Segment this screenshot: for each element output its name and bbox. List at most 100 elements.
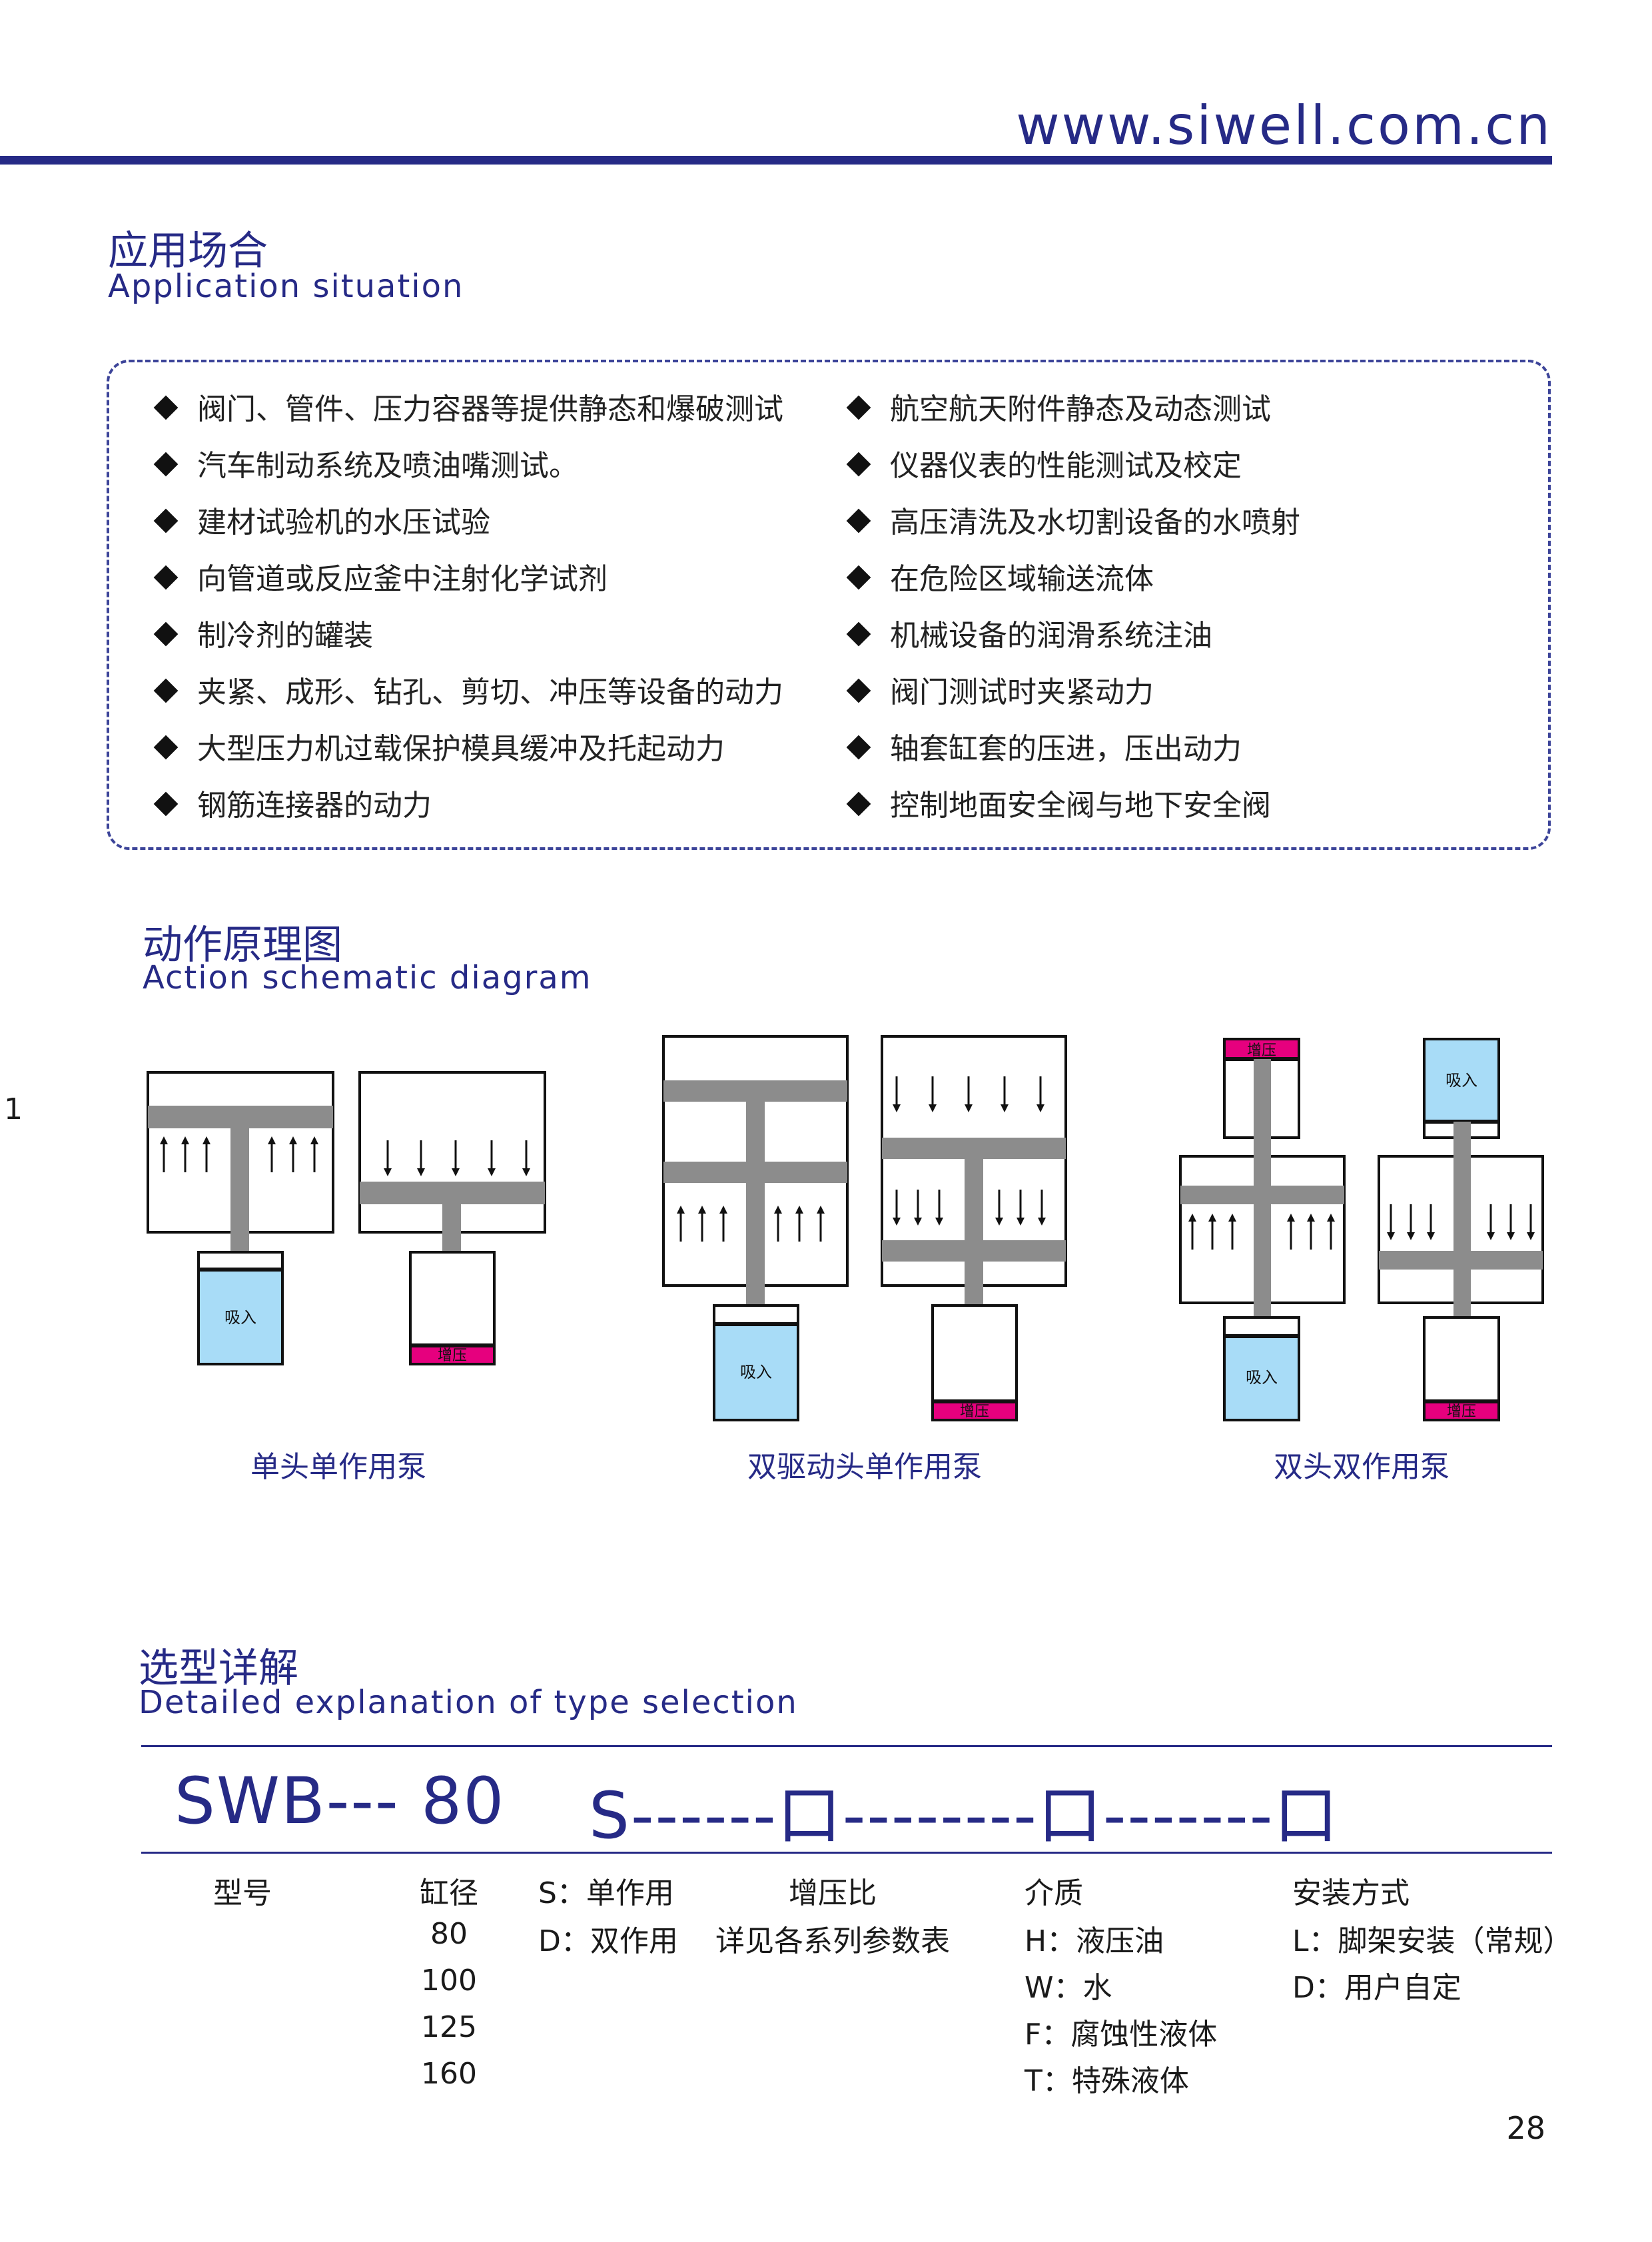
application-item: 制冷剂的罐装 (153, 611, 373, 654)
diamond-bullet-icon (846, 395, 871, 420)
selection-column-value: T：特殊液体 (1025, 2064, 1189, 2098)
application-item-text: 向管道或反应釜中注射化学试剂 (197, 562, 608, 596)
selection-column-value: 100 (421, 1964, 477, 1998)
application-item: 轴套缸套的压进，压出动力 (846, 725, 1242, 767)
application-item-text: 大型压力机过载保护模具缓冲及托起动力 (197, 732, 725, 766)
diamond-bullet-icon (153, 621, 179, 646)
selection-title-en: Detailed explanation of type selection (139, 1684, 798, 1721)
diamond-bullet-icon (846, 452, 871, 476)
schematic-title-cn: 动作原理图 (143, 922, 342, 968)
application-box (107, 360, 1551, 850)
selection-column-head: 型号 (213, 1876, 272, 1910)
application-item-text: 轴套缸套的压进，压出动力 (890, 732, 1242, 766)
pump2-suction-label: 吸入 (740, 1363, 772, 1381)
selection-column-head: 增压比 (789, 1876, 877, 1910)
application-item-text: 钢筋连接器的动力 (197, 789, 432, 823)
pump1-suction-stroke (147, 1071, 334, 1365)
model-code-prefix: SWB--- 80 (175, 1764, 506, 1838)
diamond-bullet-icon (153, 678, 179, 703)
website-url: www.siwell.com.cn (1016, 95, 1552, 157)
pump3-top-suction-label: 吸入 (1446, 1071, 1477, 1090)
diamond-bullet-icon (153, 735, 179, 759)
selection-column-value: D：用户自定 (1292, 1971, 1461, 2005)
schematic-title-en: Action schematic diagram (143, 959, 592, 996)
application-item: 大型压力机过载保护模具缓冲及托起动力 (153, 725, 725, 767)
side-mark: 1 (4, 1092, 23, 1126)
application-item-text: 航空航天附件静态及动态测试 (890, 392, 1271, 426)
application-item-text: 控制地面安全阀与地下安全阀 (890, 789, 1271, 823)
pump3-bottom-pressure-label: 增压 (1447, 1403, 1476, 1420)
application-item: 在危险区域输送流体 (846, 555, 1154, 597)
pump1-pressure-label: 增压 (438, 1347, 467, 1364)
application-item-text: 高压清洗及水切割设备的水喷射 (890, 506, 1300, 540)
selection-column-head: 介质 (1025, 1876, 1083, 1910)
selection-column-value: F：腐蚀性液体 (1025, 2018, 1218, 2052)
application-item: 机械设备的润滑系统注油 (846, 611, 1212, 654)
selection-title-cn: 选型详解 (139, 1645, 298, 1692)
selection-column-value: 125 (421, 2010, 477, 2044)
application-item-text: 建材试验机的水压试验 (197, 506, 490, 540)
diamond-bullet-icon (846, 621, 871, 646)
application-item: 夹紧、成形、钻孔、剪切、冲压等设备的动力 (153, 668, 783, 711)
application-item: 建材试验机的水压试验 (153, 498, 490, 541)
selection-rule-bottom (141, 1852, 1552, 1854)
application-item: 仪器仪表的性能测试及校定 (846, 442, 1242, 484)
application-item-text: 阀门、管件、压力容器等提供静态和爆破测试 (197, 392, 783, 426)
selection-column-value: H：液压油 (1025, 1924, 1164, 1958)
selection-column-head: 缸径 (420, 1876, 478, 1910)
model-code-options: S------口--------口-------口 (589, 1778, 1340, 1853)
selection-column-head: S：单作用 (538, 1876, 674, 1910)
application-item: 钢筋连接器的动力 (153, 781, 432, 824)
application-item: 汽车制动系统及喷油嘴测试。 (153, 442, 578, 484)
diamond-bullet-icon (846, 678, 871, 703)
selection-column-value: 80 (430, 1917, 468, 1951)
pump3-top-pressure-label: 增压 (1247, 1042, 1276, 1059)
selection-column-value: W：水 (1025, 1971, 1112, 2005)
application-title-en: Application situation (108, 268, 464, 305)
selection-column-value: 160 (421, 2057, 477, 2091)
application-item: 向管道或反应釜中注射化学试剂 (153, 555, 608, 597)
selection-rule-top (141, 1745, 1552, 1747)
application-item: 高压清洗及水切割设备的水喷射 (846, 498, 1300, 541)
caption-single-head-single-acting: 单头单作用泵 (250, 1450, 426, 1484)
selection-column-value: D：双作用 (538, 1924, 678, 1958)
pump3-stroke-a (1179, 1038, 1346, 1421)
header-rule (0, 156, 1552, 165)
page-number: 28 (1506, 2110, 1545, 2146)
application-item-text: 仪器仪表的性能测试及校定 (890, 449, 1242, 483)
flow-arrows (160, 1076, 1535, 1250)
diamond-bullet-icon (846, 508, 871, 533)
action-schematic-diagram: 吸入 增压 吸入 增压 增压 吸入 吸入 增压 (147, 1035, 1544, 1421)
pump2-pressure-label: 增压 (960, 1403, 989, 1420)
caption-double-drive-single-acting: 双驱动头单作用泵 (747, 1450, 982, 1484)
pump2-pressure-stroke (881, 1035, 1067, 1421)
pump3-stroke-b (1378, 1038, 1544, 1421)
application-item: 阀门测试时夹紧动力 (846, 668, 1154, 711)
pump2-suction-stroke (662, 1035, 849, 1421)
pump3-bottom-suction-label: 吸入 (1246, 1368, 1278, 1387)
application-item-text: 制冷剂的罐装 (197, 619, 373, 653)
application-item: 阀门、管件、压力容器等提供静态和爆破测试 (153, 385, 783, 428)
diamond-bullet-icon (153, 565, 179, 589)
application-item-text: 机械设备的润滑系统注油 (890, 619, 1212, 653)
diamond-bullet-icon (846, 565, 871, 589)
diamond-bullet-icon (153, 395, 179, 420)
caption-double-head-double-acting: 双头双作用泵 (1274, 1450, 1449, 1484)
application-item-text: 在危险区域输送流体 (890, 562, 1154, 596)
diamond-bullet-icon (846, 735, 871, 759)
selection-column-head: 安装方式 (1292, 1876, 1410, 1910)
pump1-pressure-stroke (358, 1071, 546, 1365)
application-title-cn: 应用场合 (108, 228, 268, 274)
application-item-text: 阀门测试时夹紧动力 (890, 675, 1154, 709)
application-item: 控制地面安全阀与地下安全阀 (846, 781, 1271, 824)
diamond-bullet-icon (153, 791, 179, 816)
selection-column-value: 详见各系列参数表 (715, 1924, 950, 1958)
selection-column-value: L：脚架安装（常规） (1292, 1924, 1573, 1958)
diamond-bullet-icon (153, 452, 179, 476)
application-item-text: 夹紧、成形、钻孔、剪切、冲压等设备的动力 (197, 675, 783, 709)
diamond-bullet-icon (153, 508, 179, 533)
pump1-suction-label: 吸入 (224, 1308, 256, 1327)
diamond-bullet-icon (846, 791, 871, 816)
application-item: 航空航天附件静态及动态测试 (846, 385, 1271, 428)
application-item-text: 汽车制动系统及喷油嘴测试。 (197, 449, 578, 483)
